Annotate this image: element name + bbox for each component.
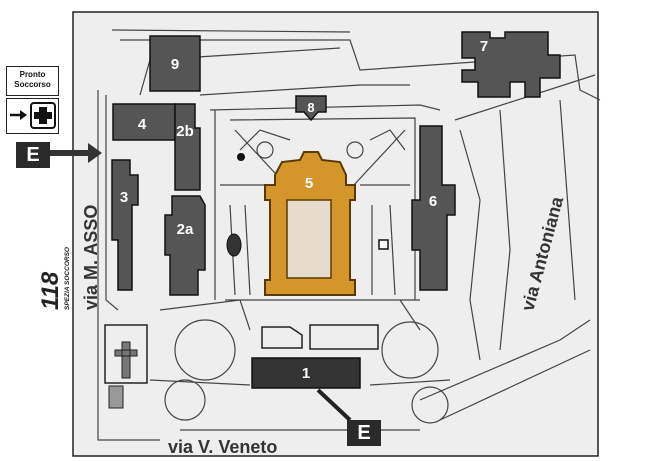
building-2a[interactable] bbox=[164, 195, 206, 296]
building-9[interactable] bbox=[149, 35, 201, 92]
small-building-south-left bbox=[261, 326, 303, 349]
chapel-cross-icon bbox=[114, 341, 138, 379]
fountain-right-icon bbox=[378, 239, 389, 250]
entrance-e-bottom: E bbox=[347, 420, 381, 446]
entrance-e-west: E bbox=[16, 142, 50, 168]
building-1[interactable] bbox=[251, 357, 361, 389]
building-5-label: 5 bbox=[305, 175, 313, 192]
street-via-v-veneto: via V. Veneto bbox=[168, 437, 277, 457]
building-3[interactable] bbox=[111, 159, 139, 291]
first-aid-icon bbox=[10, 102, 56, 129]
building-7-label: 7 bbox=[480, 38, 488, 55]
building-4-label: 4 bbox=[138, 116, 147, 133]
small-building-south-right bbox=[309, 324, 379, 350]
building-6-label: 6 bbox=[429, 193, 437, 210]
building-2a-label: 2a bbox=[177, 221, 194, 238]
pronto-soccorso-sign: Pronto Soccorso bbox=[6, 66, 59, 96]
soccorso-label: Soccorso bbox=[14, 80, 51, 89]
building-3-label: 3 bbox=[120, 189, 128, 206]
building-5-courtyard bbox=[286, 199, 332, 279]
garden-marker-dot bbox=[237, 153, 245, 161]
building-2b-label: 2b bbox=[176, 123, 194, 140]
building-6[interactable] bbox=[411, 125, 456, 291]
building-4[interactable] bbox=[112, 103, 176, 141]
road-network bbox=[97, 29, 601, 441]
118-logo-subtitle: SPEZIA SOCCORSO bbox=[64, 247, 71, 310]
building-8[interactable] bbox=[295, 95, 327, 122]
first-aid-sign bbox=[6, 98, 59, 134]
building-9-label: 9 bbox=[171, 56, 179, 73]
fountain-left-icon bbox=[226, 233, 242, 257]
pronto-label: Pronto bbox=[19, 70, 46, 79]
street-via-m-asso: via M. ASSO bbox=[81, 205, 101, 310]
entrance-arrow-bottom bbox=[316, 388, 352, 422]
building-8-label: 8 bbox=[307, 100, 314, 115]
118-logo: 118 SPEZIA SOCCORSO bbox=[37, 247, 71, 310]
stairs-marker bbox=[108, 385, 124, 409]
building-7[interactable] bbox=[461, 31, 561, 98]
building-1-label: 1 bbox=[302, 365, 310, 382]
entrance-arrow-west bbox=[50, 143, 102, 163]
118-logo-number: 118 bbox=[37, 271, 64, 310]
building-2b[interactable] bbox=[174, 103, 201, 191]
